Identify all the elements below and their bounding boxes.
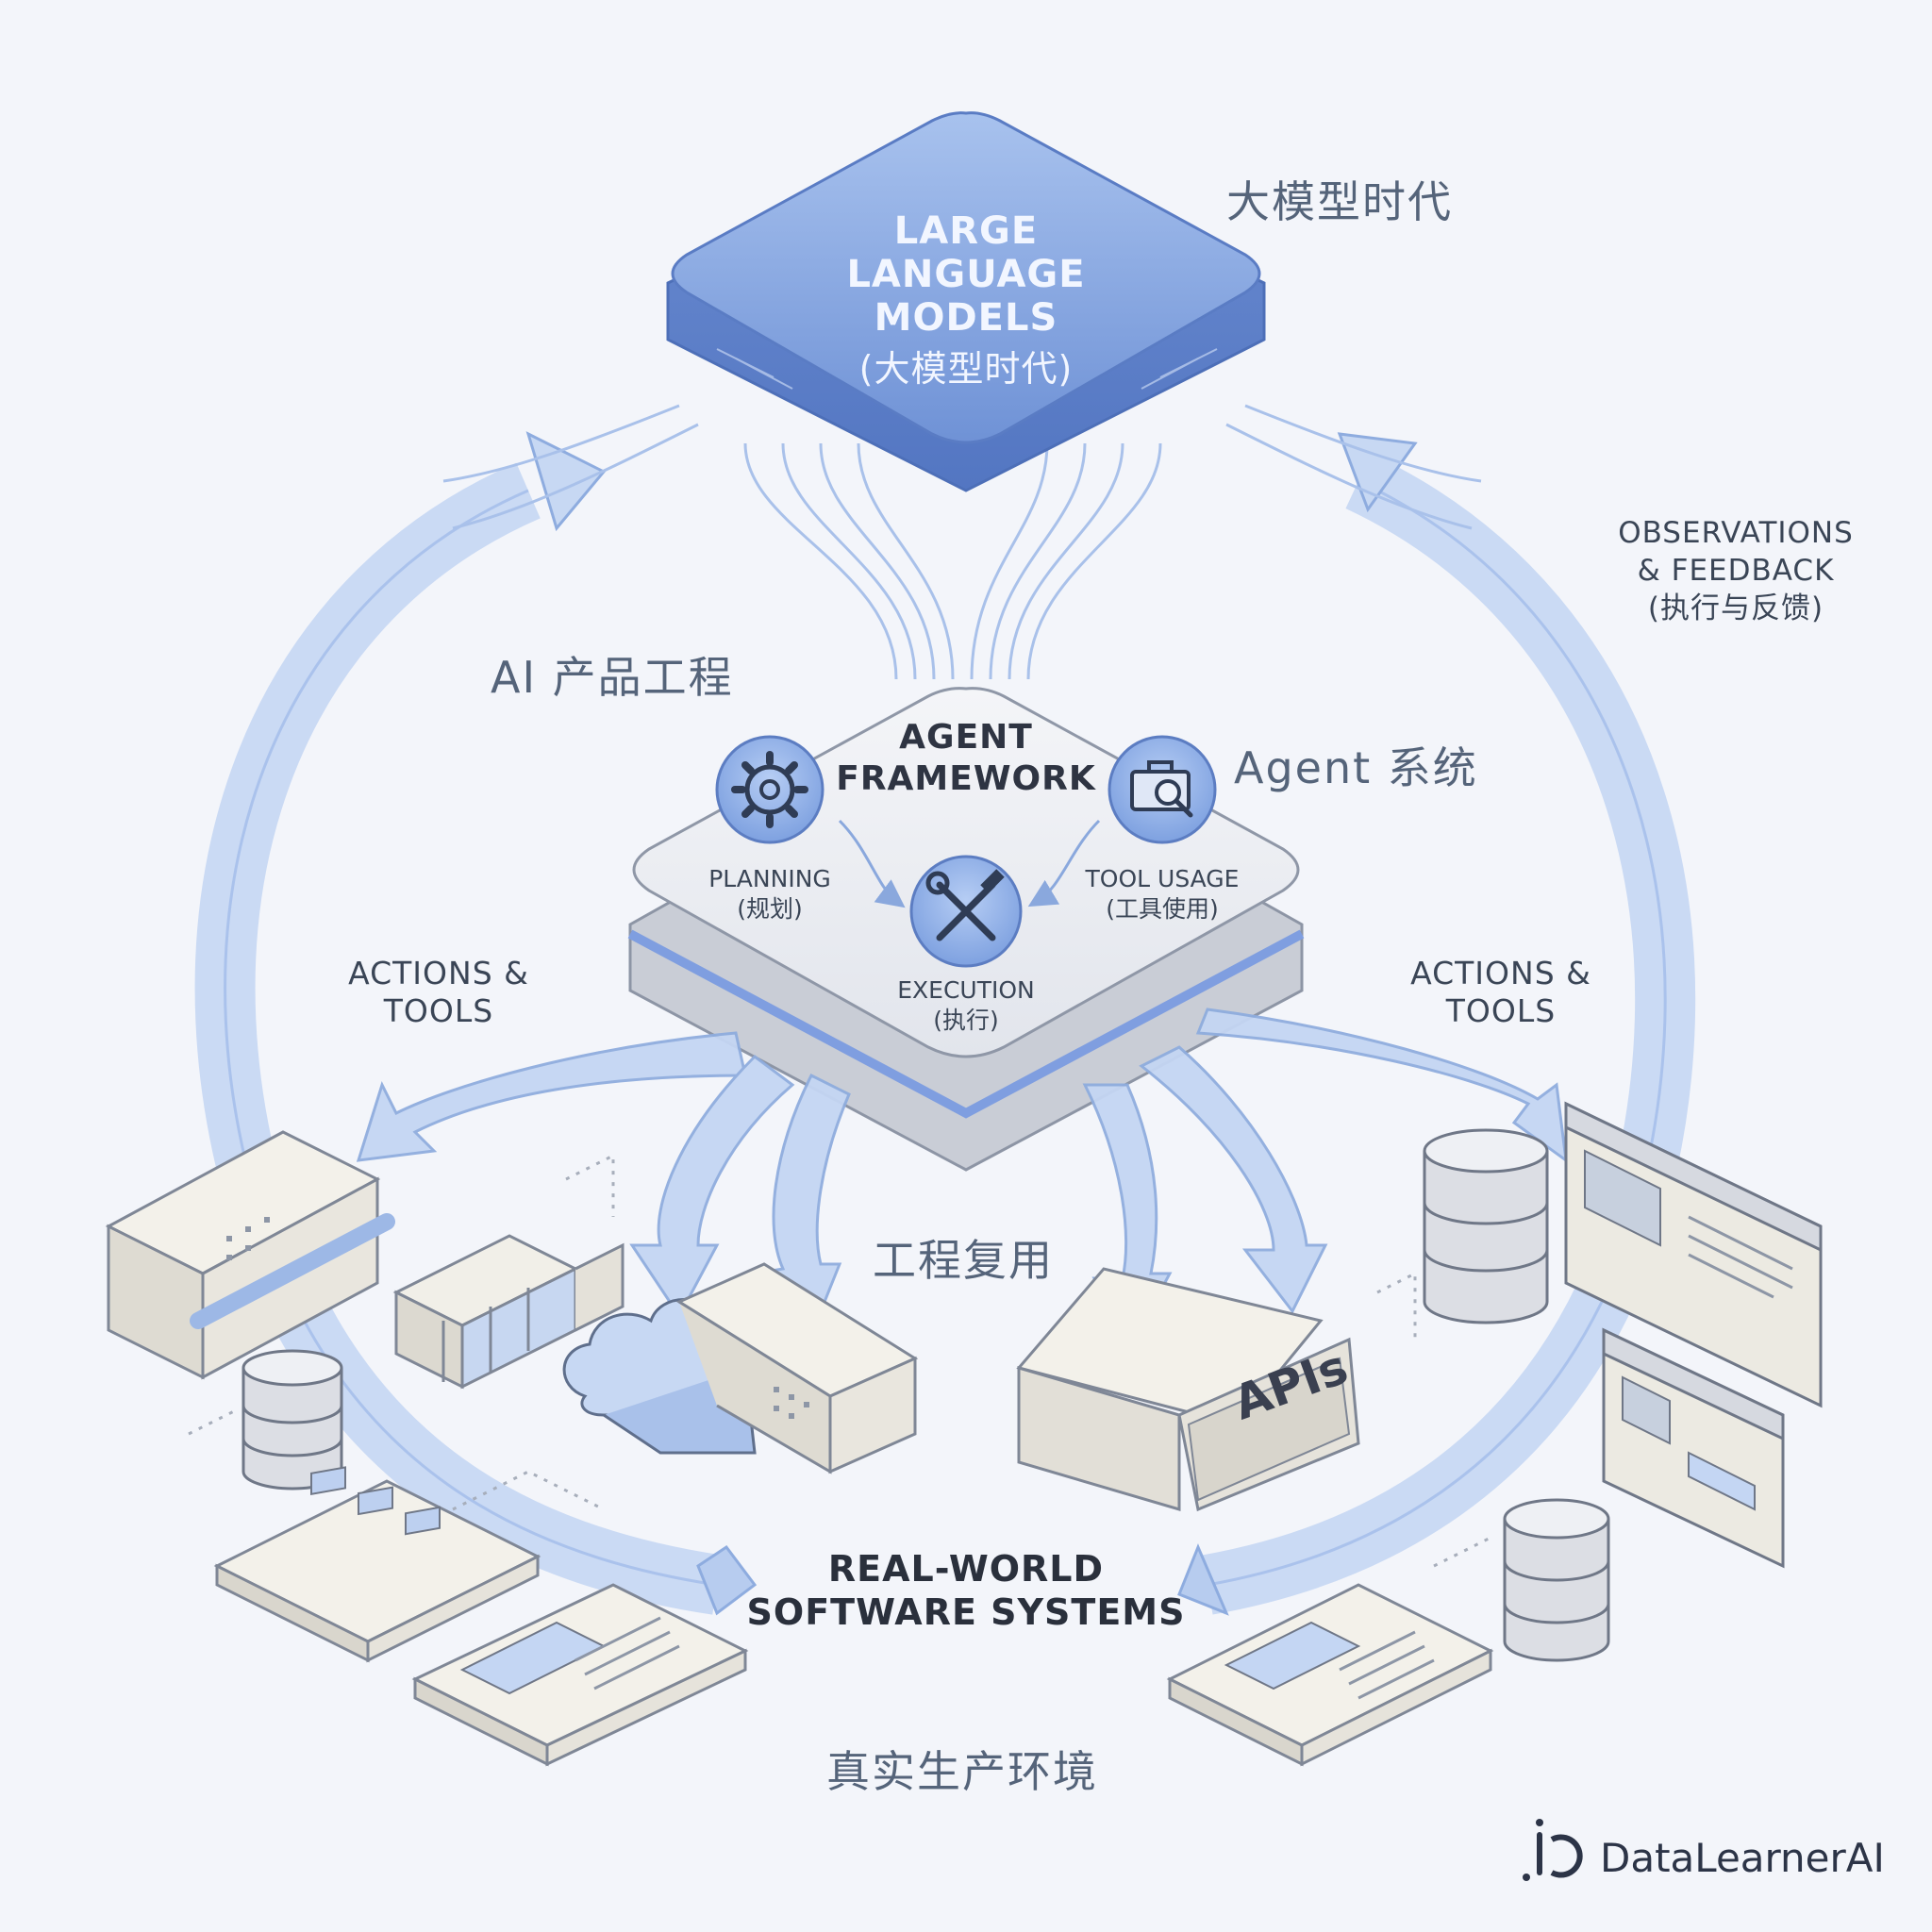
database-icon xyxy=(242,1349,343,1491)
reuse-label: 工程复用 xyxy=(873,1235,1054,1286)
production-label: 真实生产环境 xyxy=(826,1746,1098,1797)
llm-title-line4: (大模型时代) xyxy=(858,348,1074,390)
real-world-line2: SOFTWARE SYSTEMS xyxy=(746,1591,1186,1633)
gear-icon xyxy=(715,735,824,844)
actions-left-line1: ACTIONS & xyxy=(348,955,529,991)
real-world-line1: REAL-WORLD xyxy=(827,1548,1105,1590)
brand-logo-icon xyxy=(1523,1819,1583,1881)
observations-line3: (执行与反馈) xyxy=(1647,591,1824,625)
right-document-panel xyxy=(1166,1583,1494,1767)
llm-slab xyxy=(666,111,1266,492)
agent-title-line1: AGENT xyxy=(899,718,1033,757)
right-database-lower xyxy=(1503,1498,1610,1662)
execution-label: EXECUTION (执行) xyxy=(872,975,1060,1036)
real-world-title: REAL-WORLD SOFTWARE SYSTEMS xyxy=(730,1547,1202,1634)
observations-line1: OBSERVATIONS xyxy=(1618,516,1854,550)
center-server-block xyxy=(675,1262,919,1474)
tool-usage-zh: (工具使用) xyxy=(1106,895,1219,923)
agent-title-line2: FRAMEWORK xyxy=(836,759,1096,798)
llm-connector-lines xyxy=(442,404,1482,680)
right-browser-window-small xyxy=(1602,1327,1785,1569)
actions-right-line2: TOOLS xyxy=(1445,992,1557,1029)
agent-title: AGENT FRAMEWORK xyxy=(777,717,1155,800)
llm-title: LARGE LANGUAGE MODELS (大模型时代) xyxy=(777,209,1155,391)
planning-zh: (规划) xyxy=(737,895,803,923)
actions-left-line2: TOOLS xyxy=(383,992,494,1029)
circuit-dots xyxy=(188,1153,1491,1568)
brand-name: DataLearnerAI xyxy=(1600,1835,1885,1881)
left-document-panel xyxy=(411,1583,749,1767)
planning-label: PLANNING (规划) xyxy=(675,864,864,924)
right-browser-window xyxy=(1564,1101,1823,1408)
left-server-block xyxy=(105,1130,395,1380)
planning-text: PLANNING xyxy=(708,865,831,892)
actions-right-label: ACTIONS & TOOLS xyxy=(1392,955,1609,1030)
era-label: 大模型时代 xyxy=(1226,176,1453,227)
observations-label: OBSERVATIONS & FEEDBACK (执行与反馈) xyxy=(1594,514,1877,627)
agent-system-label: Agent 系统 xyxy=(1234,742,1478,793)
llm-title-line1: LARGE xyxy=(893,209,1039,253)
actions-right-line1: ACTIONS & xyxy=(1410,955,1591,991)
llm-title-line2: LANGUAGE xyxy=(846,253,1086,296)
action-arrows xyxy=(356,1008,1568,1348)
llm-title-line3: MODELS xyxy=(874,296,1058,340)
execution-zh: (执行) xyxy=(933,1007,999,1034)
apis-block xyxy=(1016,1267,1360,1512)
tool-usage-text: TOOL USAGE xyxy=(1085,865,1240,892)
left-module-block xyxy=(392,1234,625,1390)
execution-text: EXECUTION xyxy=(897,976,1035,1004)
actions-left-label: ACTIONS & TOOLS xyxy=(330,955,547,1030)
left-panel-lower xyxy=(213,1466,541,1663)
observations-line2: & FEEDBACK xyxy=(1637,554,1835,588)
toolbox-search-icon xyxy=(1108,735,1217,844)
tool-usage-label: TOOL USAGE (工具使用) xyxy=(1058,864,1266,924)
ai-product-label: AI 产品工程 xyxy=(491,652,734,703)
wrench-hammer-icon xyxy=(909,855,1023,968)
right-database-icon xyxy=(1423,1128,1549,1324)
